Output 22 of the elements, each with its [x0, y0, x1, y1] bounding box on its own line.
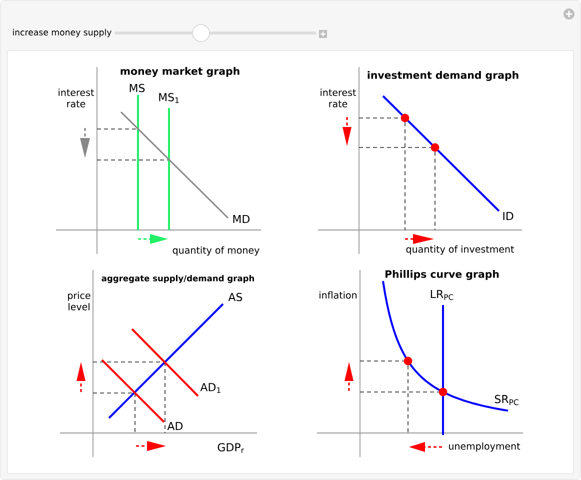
curve-label: ID [503, 212, 514, 220]
axis-label: inflation [320, 291, 357, 299]
curve-label: MS$_{1}$ [159, 93, 179, 103]
curve-label: MD [233, 215, 250, 224]
axis-label: interest rate [58, 88, 94, 108]
curve-label: AD$_{1}$ [200, 383, 220, 393]
axis-label: quantity of money [172, 246, 260, 256]
curve-label: LR$_{PC}$ [430, 290, 454, 300]
curve-label: AS [228, 292, 242, 302]
graph-title: aggregate supply/demand graph [102, 274, 254, 284]
graph-title: Phillips curve graph [386, 270, 499, 280]
slider-label: increase money supply [13, 28, 112, 38]
curve-label: AD [167, 422, 183, 430]
curve-label: MS [130, 84, 145, 92]
axis-label: interest rate [320, 88, 356, 108]
axis-label: price level [68, 292, 90, 310]
axis-label: quantity of investment [406, 245, 514, 255]
curve-label: SR$_{PC}$ [494, 394, 518, 406]
graph-title: investment demand graph [368, 71, 518, 81]
axis-label: unemployment [449, 442, 520, 452]
curve-label: GDP$_{r}$ [218, 443, 244, 453]
graph-title: money market graph [120, 67, 240, 77]
